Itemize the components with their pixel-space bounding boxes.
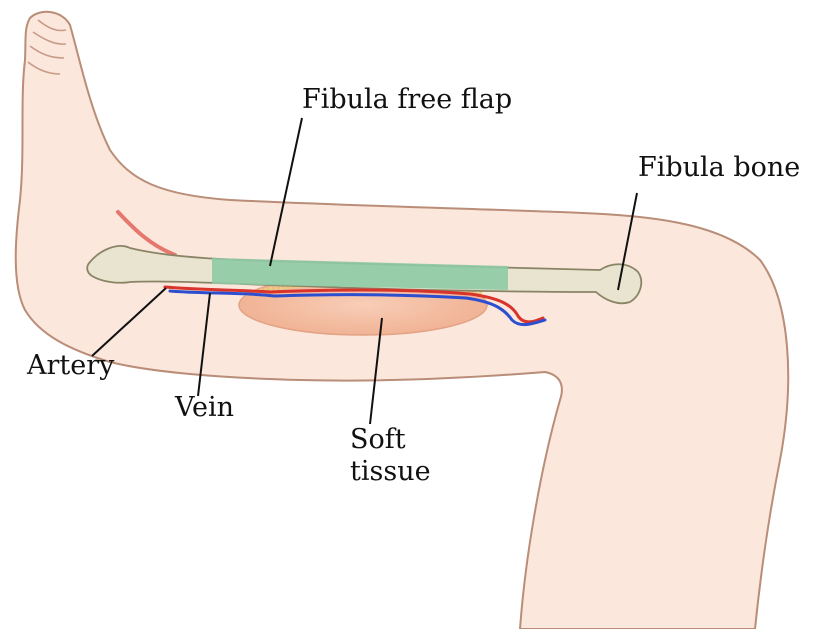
label-soft-tissue-line1: Soft [350, 424, 431, 456]
label-fibula-free-flap: Fibula free flap [302, 84, 512, 116]
label-soft-tissue-line2: tissue [350, 456, 431, 488]
label-vein: Vein [175, 392, 234, 424]
label-artery: Artery [27, 350, 114, 382]
label-fibula-bone: Fibula bone [638, 152, 800, 184]
label-soft-tissue: Soft tissue [350, 424, 431, 489]
